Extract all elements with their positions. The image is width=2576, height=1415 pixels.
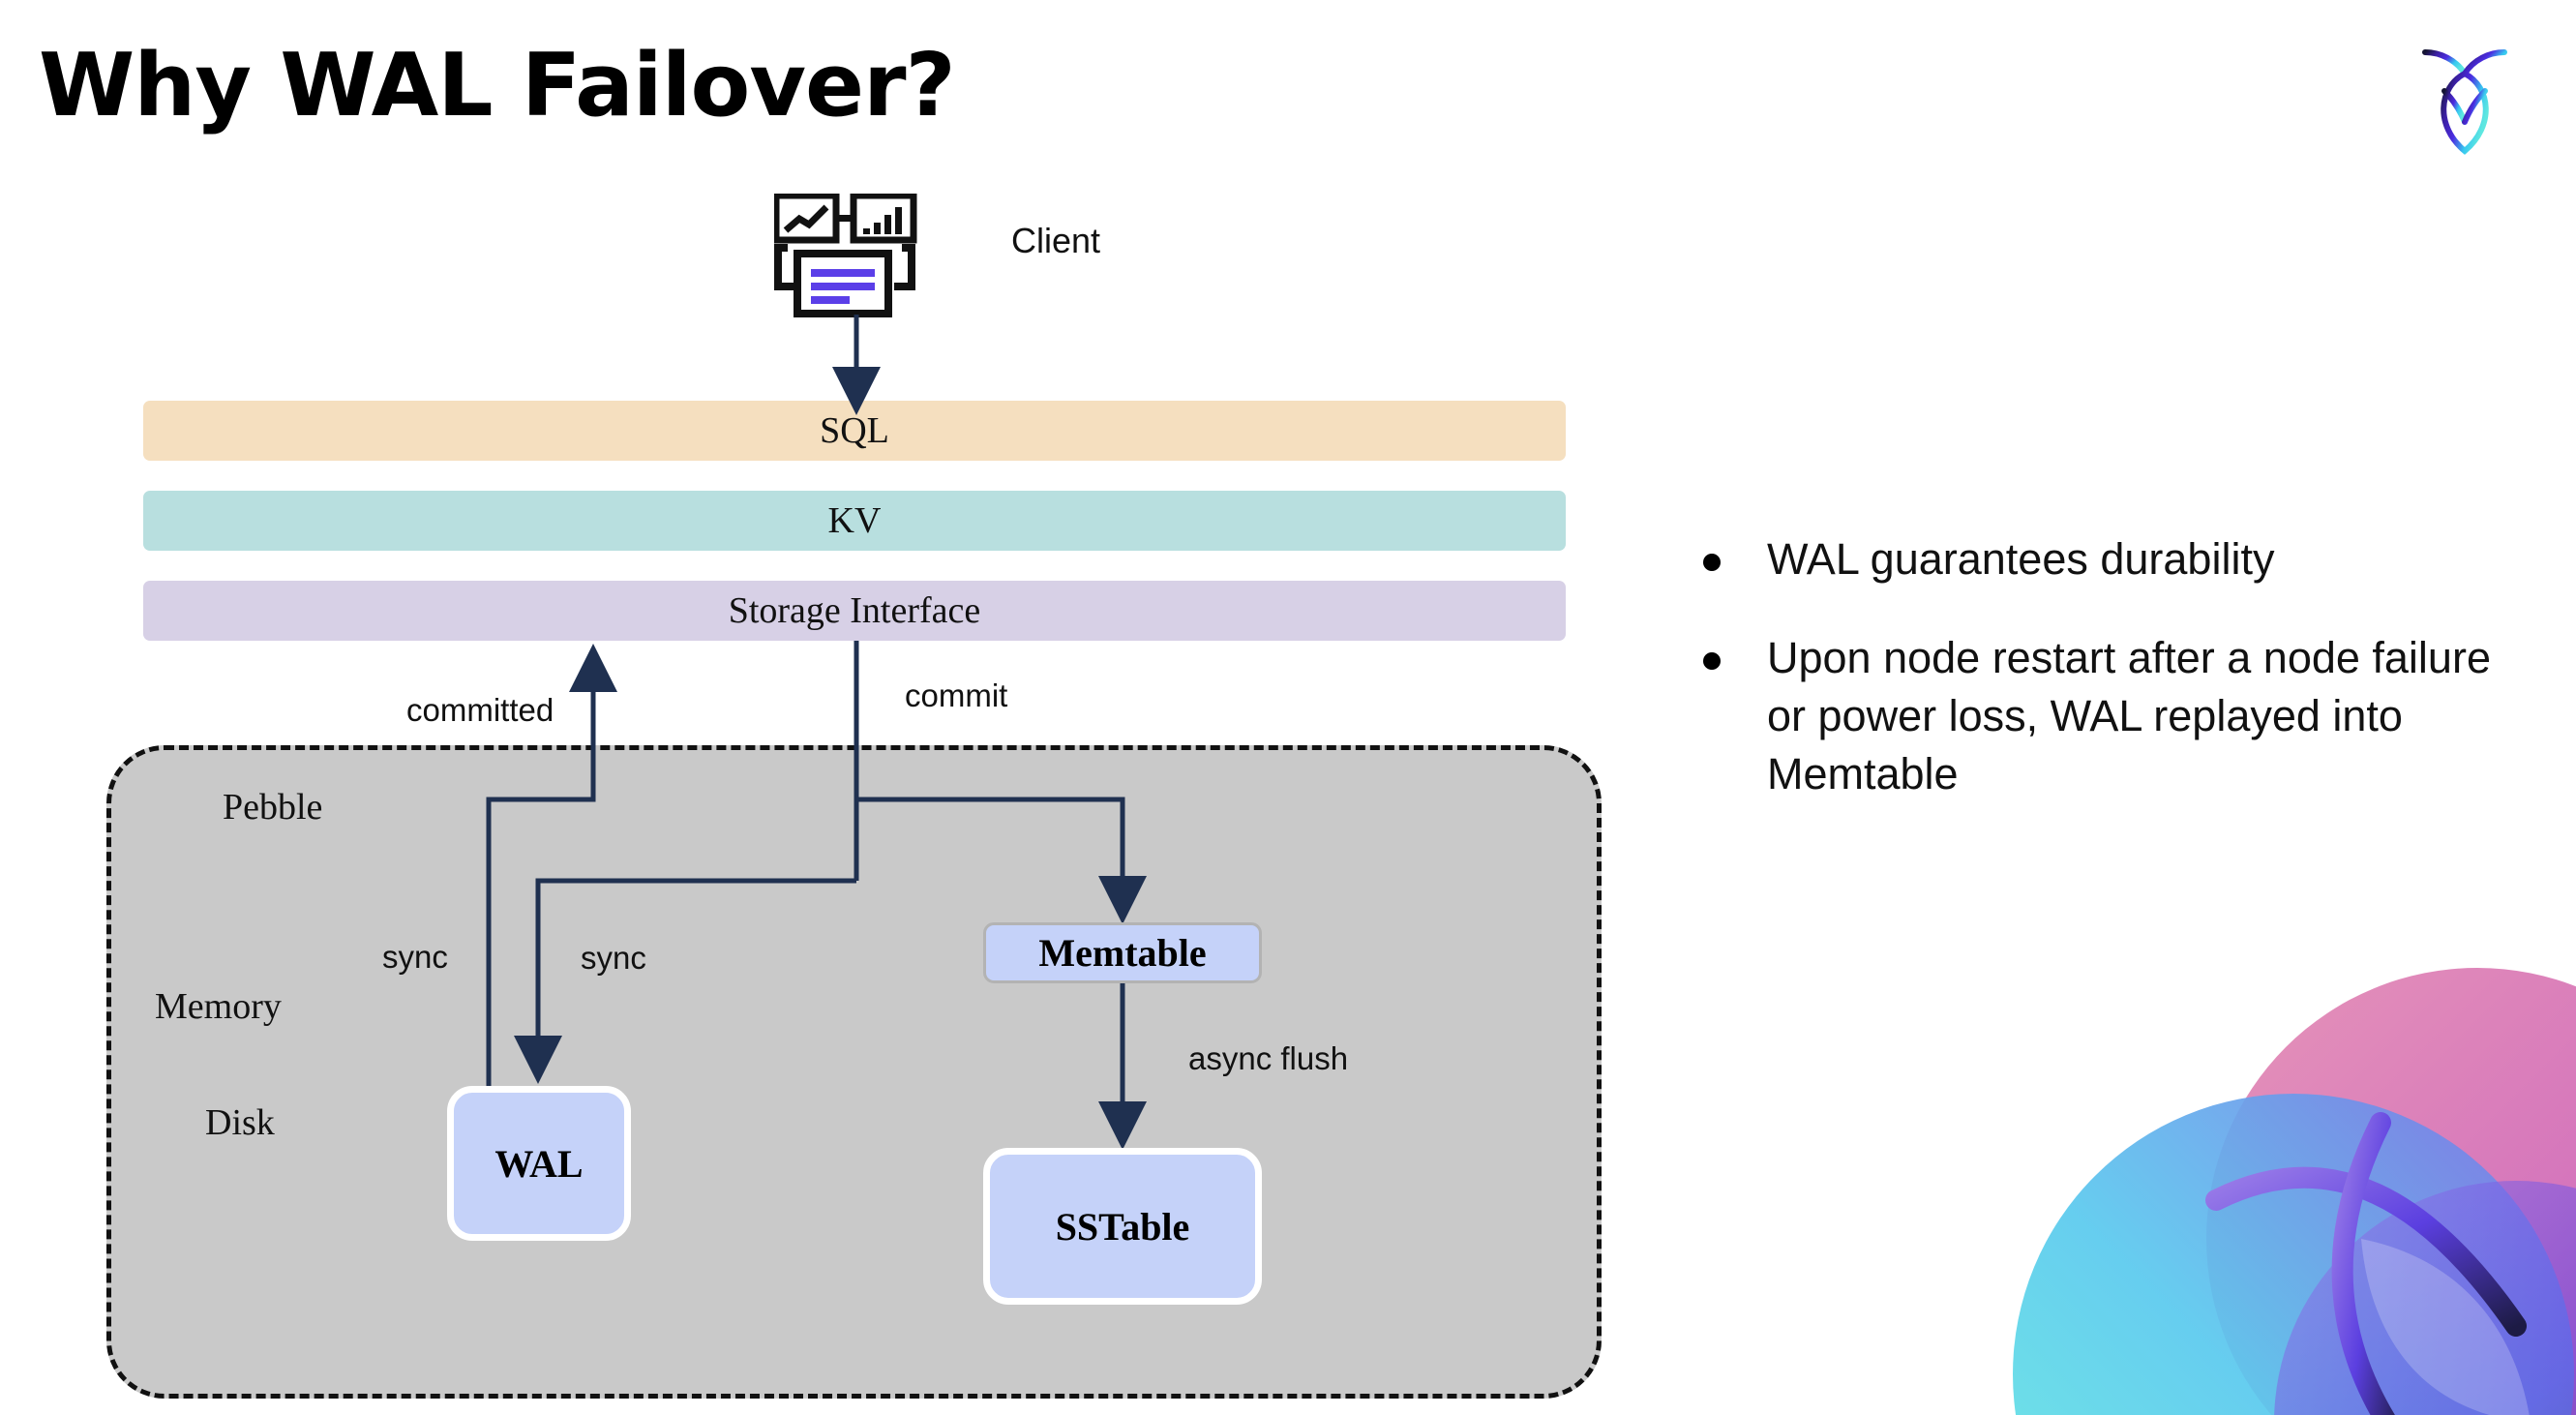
list-item: Upon node restart after a node failure o… xyxy=(1703,629,2506,803)
bullet-dot-icon xyxy=(1703,554,1721,571)
list-item: WAL guarantees durability xyxy=(1703,530,2506,588)
node-label: WAL xyxy=(494,1141,584,1186)
node-memtable: Memtable xyxy=(983,922,1262,983)
cockroachdb-logo xyxy=(2411,37,2518,163)
client-label: Client xyxy=(1011,221,1101,260)
edge-label-commit: commit xyxy=(905,677,1008,713)
page-title: Why WAL Failover? xyxy=(39,35,956,136)
stack-layer-label: Storage Interface xyxy=(728,590,981,631)
disk-label: Disk xyxy=(205,1102,275,1143)
client-monitor-icon xyxy=(772,192,929,319)
stack-layer-sql: SQL xyxy=(143,401,1566,461)
pebble-label: Pebble xyxy=(223,787,323,828)
node-wal: WAL xyxy=(447,1086,631,1241)
edge-label-sync-right: sync xyxy=(581,940,646,976)
stack-layer-label: SQL xyxy=(820,410,889,451)
decorative-circles-art xyxy=(1974,919,2576,1415)
node-label: SSTable xyxy=(1055,1204,1190,1249)
node-label: Memtable xyxy=(1038,931,1207,975)
bullet-text: WAL guarantees durability xyxy=(1767,534,2275,584)
stack-layer-storage-interface: Storage Interface xyxy=(143,581,1566,641)
stack-layer-kv: KV xyxy=(143,491,1566,551)
edge-label-sync-left: sync xyxy=(382,939,448,975)
pebble-container xyxy=(106,745,1602,1399)
bullet-list: WAL guarantees durability Upon node rest… xyxy=(1703,530,2506,843)
memory-label: Memory xyxy=(155,986,282,1027)
edge-label-async-flush: async flush xyxy=(1188,1040,1349,1076)
stack-layer-label: KV xyxy=(827,500,882,541)
node-sstable: SSTable xyxy=(983,1148,1262,1305)
bullet-text: Upon node restart after a node failure o… xyxy=(1767,632,2491,798)
bullet-dot-icon xyxy=(1703,651,1721,670)
edge-label-committed: committed xyxy=(406,692,554,728)
